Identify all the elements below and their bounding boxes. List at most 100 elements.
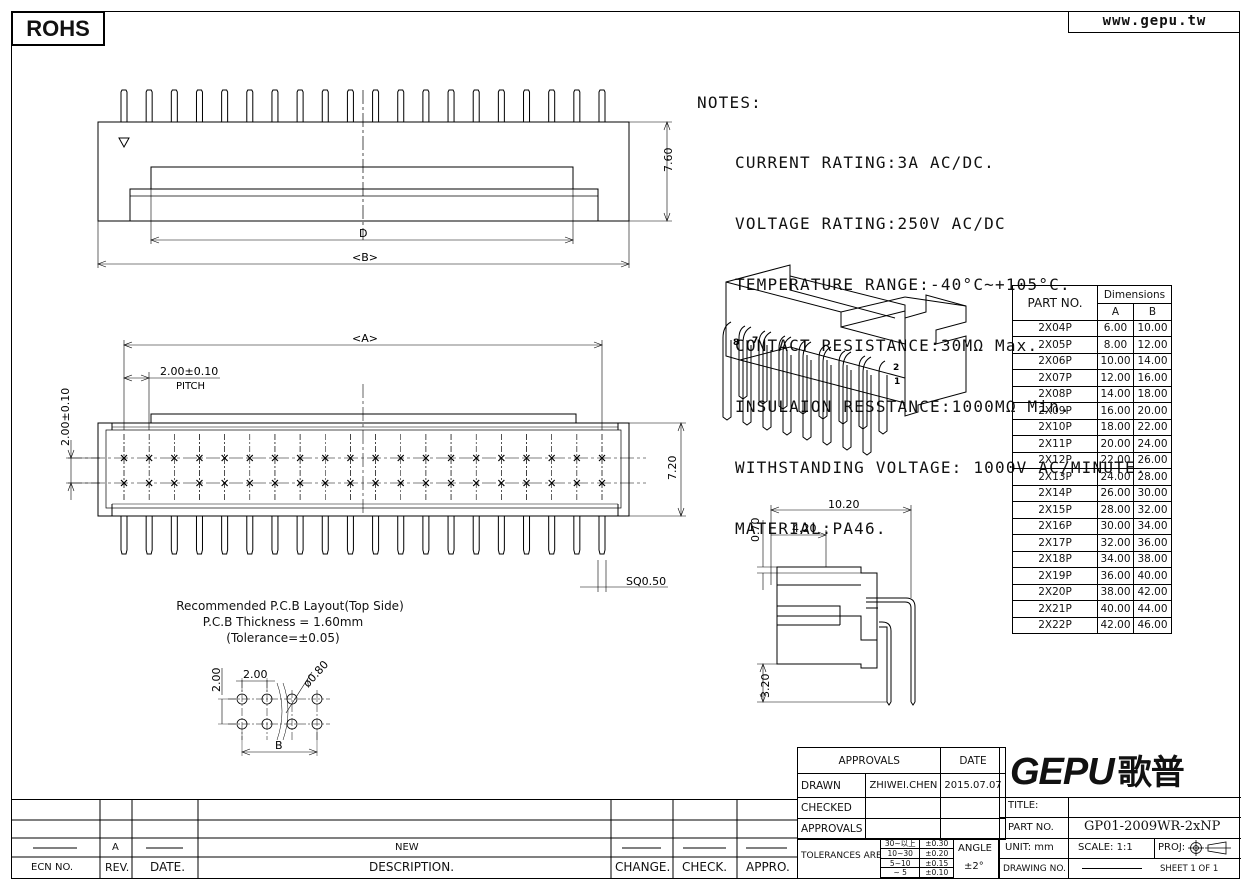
pcb-200-horizontal: 2.00 bbox=[243, 668, 268, 681]
table-cell-part: 2X04P bbox=[1012, 319, 1098, 337]
top-pin bbox=[372, 89, 380, 122]
pitch-word: PITCH bbox=[176, 381, 205, 392]
note-line: MATERIAL:PA46. bbox=[735, 518, 887, 538]
tolerance-value: ±0.20 bbox=[920, 848, 954, 858]
iso-pin bbox=[742, 326, 752, 426]
iso-pin bbox=[738, 325, 748, 400]
top-pin bbox=[346, 89, 354, 122]
iso-pin bbox=[802, 341, 812, 441]
side-1020-label: 10.20 bbox=[828, 498, 860, 511]
tolerance-row: 5~10±0.15 bbox=[880, 858, 954, 869]
iso-pin bbox=[778, 335, 788, 410]
logo-text: GEPU bbox=[1010, 751, 1115, 793]
table-cell-a: 12.00 bbox=[1097, 369, 1134, 387]
pitch-label: 2.00±0.10 bbox=[160, 365, 218, 378]
iso-pin bbox=[722, 321, 732, 421]
iso-pin bbox=[798, 340, 808, 415]
top-pin bbox=[573, 89, 581, 122]
drawn-date: 2015.07.07 bbox=[940, 773, 1006, 798]
iso-pin bbox=[758, 330, 768, 405]
top-pin bbox=[145, 89, 153, 122]
note-line: CURRENT RATING:3A AC/DC. bbox=[735, 153, 995, 173]
sheet-label: SHEET 1 OF 1 bbox=[1160, 864, 1219, 874]
drawing-no-label: DRAWING NO. bbox=[1003, 864, 1066, 874]
tolerance-range: ~ 5 bbox=[881, 868, 921, 877]
table-cell-b: 10.00 bbox=[1133, 319, 1172, 337]
iso-pin bbox=[838, 350, 848, 425]
table-cell-a: 20.00 bbox=[1097, 435, 1134, 453]
pcb-b-label: B bbox=[275, 739, 283, 752]
tolerance-range: 30~以上 bbox=[881, 839, 921, 848]
top-pin bbox=[271, 89, 279, 122]
front-pin bbox=[422, 516, 430, 555]
dim-d-label: D bbox=[359, 227, 367, 240]
pcb-layout-title: Recommended P.C.B Layout(Top Side) P.C.B… bbox=[160, 598, 420, 646]
front-view-pins bbox=[111, 423, 619, 555]
table-cell-b: 40.00 bbox=[1133, 567, 1172, 585]
tolerance-value: ±0.15 bbox=[920, 858, 954, 868]
table-cell-a: 38.00 bbox=[1097, 583, 1134, 601]
table-cell-a: 6.00 bbox=[1097, 319, 1134, 337]
table-cell-a: 22.00 bbox=[1097, 451, 1134, 469]
iso-pin bbox=[878, 360, 888, 435]
table-cell-b: 46.00 bbox=[1133, 616, 1172, 634]
table-cell-a: 26.00 bbox=[1097, 484, 1134, 502]
top-pin bbox=[120, 89, 128, 122]
iso-pin bbox=[858, 355, 868, 430]
table-cell-part: 2X10P bbox=[1012, 418, 1098, 436]
front-pin bbox=[573, 516, 581, 555]
angle-value: ±2° bbox=[964, 861, 984, 872]
note-line: TEMPERATURE RANGE:-40°C~+105°C. bbox=[735, 275, 1071, 295]
front-pin bbox=[296, 516, 304, 555]
top-view bbox=[120, 89, 606, 122]
tolerance-range: 10~30 bbox=[881, 848, 921, 858]
tolerance-value: ±0.30 bbox=[920, 839, 954, 848]
front-pin bbox=[170, 516, 178, 555]
table-cell-b: 42.00 bbox=[1133, 583, 1172, 601]
sheet-border bbox=[11, 11, 1240, 879]
table-cell-a: 30.00 bbox=[1097, 517, 1134, 535]
tolerance-value: ±0.10 bbox=[920, 868, 954, 877]
top-pin bbox=[548, 89, 556, 122]
dim-a-label: <A> bbox=[352, 332, 378, 345]
top-pin bbox=[397, 89, 405, 122]
website-url[interactable]: www.gepu.tw bbox=[1068, 11, 1240, 33]
table-cell-part: 2X09P bbox=[1012, 402, 1098, 420]
row-pitch-label: 2.00±0.10 bbox=[59, 388, 72, 446]
notes-block: NOTES: CURRENT RATING:3A AC/DC. VOLTAGE … bbox=[697, 52, 1147, 559]
notes-heading: NOTES: bbox=[697, 92, 762, 112]
table-cell-part: 2X12P bbox=[1012, 451, 1098, 469]
iso-pin bbox=[842, 351, 852, 451]
top-pin bbox=[447, 89, 455, 122]
table-cell-a: 14.00 bbox=[1097, 385, 1134, 403]
front-pin bbox=[472, 516, 480, 555]
top-pin bbox=[321, 89, 329, 122]
front-pin bbox=[321, 516, 329, 555]
iso-pins bbox=[722, 321, 888, 456]
description-value: NEW bbox=[395, 842, 419, 853]
iso-pin-1: 1 bbox=[894, 377, 900, 387]
table-cell-b: 34.00 bbox=[1133, 517, 1172, 535]
front-pin bbox=[145, 516, 153, 555]
table-cell-b: 22.00 bbox=[1133, 418, 1172, 436]
iso-view bbox=[725, 264, 967, 417]
table-cell-b: 30.00 bbox=[1133, 484, 1172, 502]
note-line: VOLTAGE RATING:250V AC/DC bbox=[735, 214, 1006, 234]
iso-pin-7: 7 bbox=[752, 336, 758, 346]
table-cell-part: 2X05P bbox=[1012, 336, 1098, 354]
description-header: DESCRIPTION. bbox=[369, 860, 455, 874]
logo-cn: 歌普 bbox=[1117, 754, 1185, 792]
iso-pin bbox=[862, 356, 872, 456]
part-no-label: PART NO. bbox=[1008, 822, 1054, 833]
